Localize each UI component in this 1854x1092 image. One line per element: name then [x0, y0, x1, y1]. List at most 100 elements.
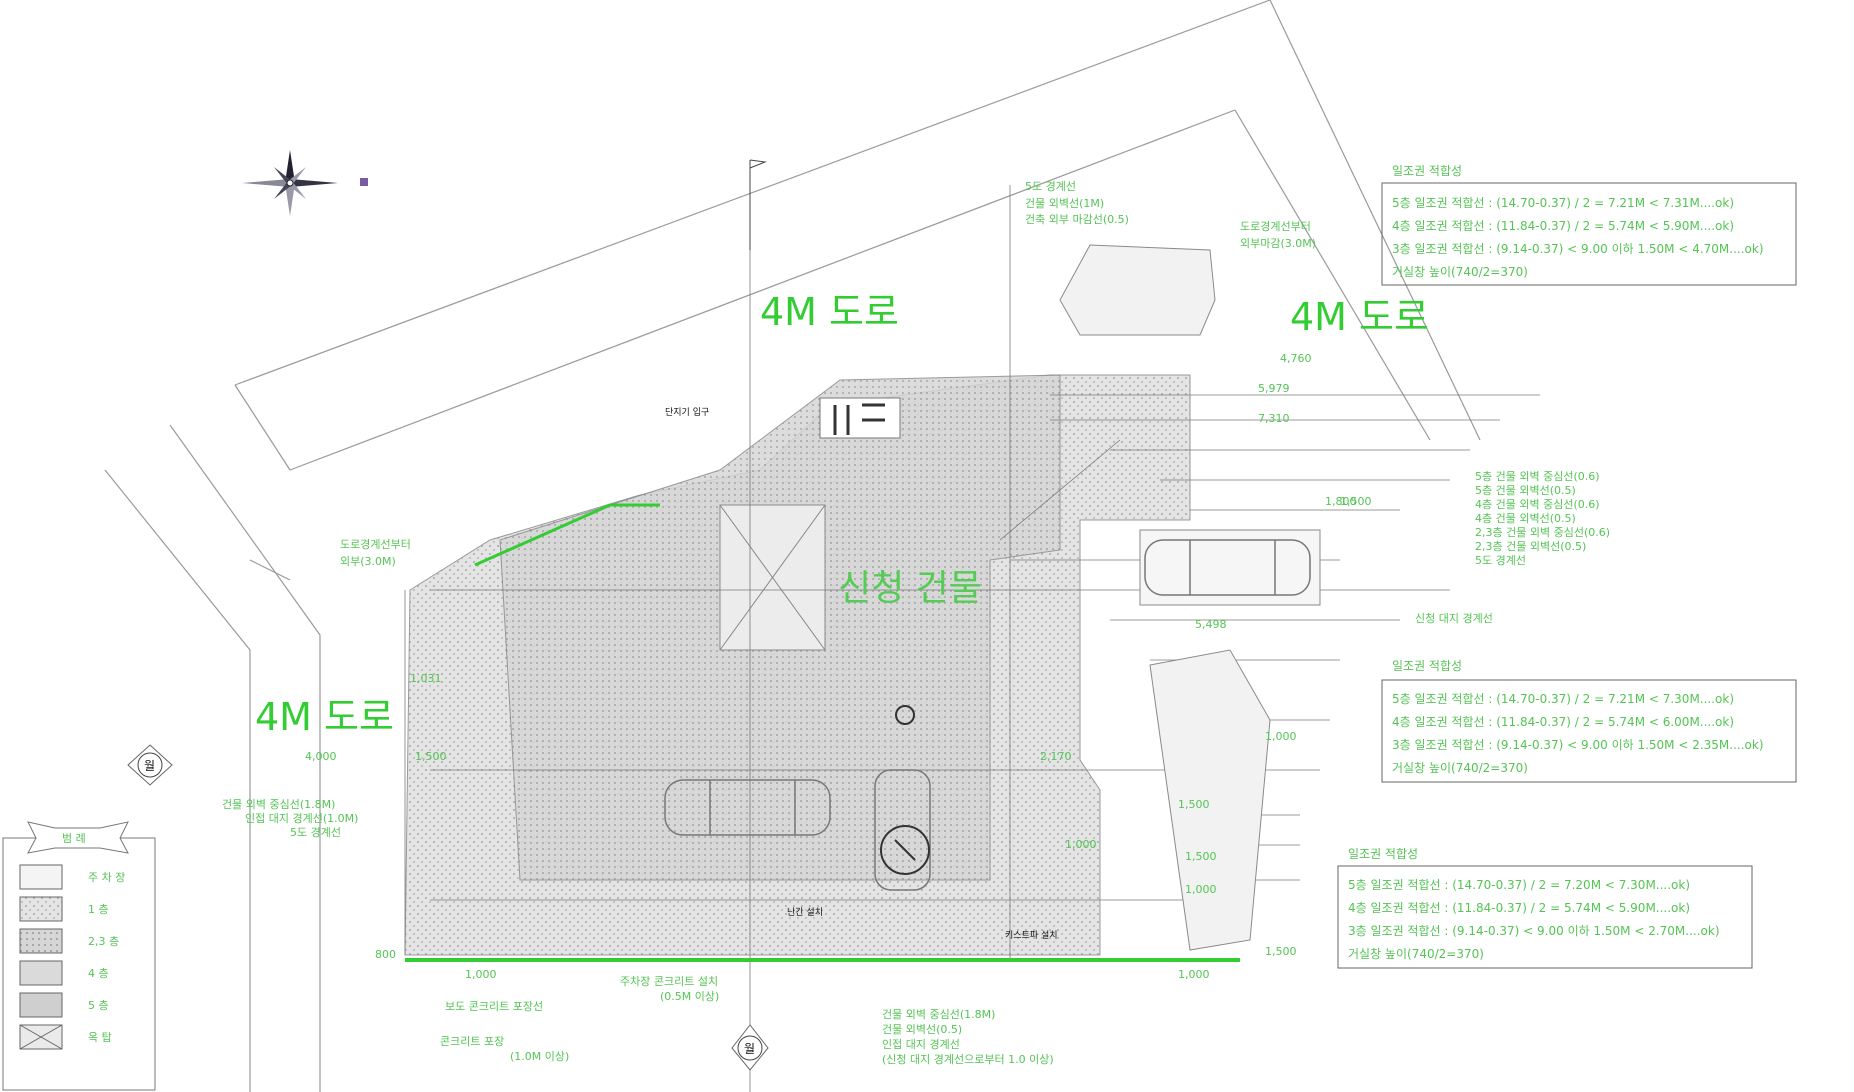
calc-line: 거실창 높이(740/2=370)	[1348, 947, 1484, 961]
bottom-note: 건물 외벽 중심선(1.8M)	[882, 1008, 995, 1021]
side-note: 2,3층 건물 외벽 중심선(0.6)	[1475, 526, 1610, 539]
side-note: 4층 건물 외벽 중심선(0.6)	[1475, 498, 1600, 511]
car-east	[1144, 539, 1311, 596]
roads	[104, 0, 1481, 1092]
calc-line: 거실창 높이(740/2=370)	[1392, 265, 1528, 279]
road-left-top-a	[234, 384, 291, 471]
railing-label: 난간 설치	[787, 906, 823, 918]
side-note: 4층 건물 외벽선(0.5)	[1475, 512, 1576, 525]
left-notes: 건물 외벽 중심선(1.8M) 인접 대지 경계선(1.0M) 5도 경계선	[222, 798, 358, 839]
top-note-2: 건물 외벽선(1M)	[1025, 197, 1104, 210]
cars	[664, 539, 1311, 891]
dim: 800	[375, 948, 396, 961]
dim: 1,500	[1185, 850, 1217, 863]
left-note-2: 외부(3.0M)	[340, 555, 396, 568]
left-note-1: 도로경계선부터	[340, 538, 411, 551]
bottom-left-note: 보도 콘크리트 포장선	[445, 1000, 543, 1013]
accessible-icon-small	[895, 705, 915, 725]
top-note-1: 5도 경계선	[1025, 180, 1076, 193]
legend-item: 4 층	[88, 967, 109, 980]
marker-south-label: 월	[744, 1042, 755, 1056]
calc-box-2: 일조권 적합성 5층 일조권 적합선 : (14.70-0.37) / 2 = …	[1381, 659, 1797, 783]
calc-line: 5층 일조권 적합선 : (14.70-0.37) / 2 = 7.20M < …	[1348, 878, 1690, 892]
left-note: 건물 외벽 중심선(1.8M)	[222, 798, 335, 811]
legend-item: 5 층	[88, 999, 109, 1012]
road-top-inner	[289, 109, 1236, 471]
legend-item: 2,3 층	[88, 935, 119, 948]
north-flag	[749, 159, 767, 250]
left-note: 5도 경계선	[290, 826, 341, 839]
road-left-top-b	[249, 559, 291, 581]
dimensions: 4,760 5,979 7,310 1,031 4,000 1,500 1,80…	[305, 352, 1372, 981]
car-south-b	[874, 769, 931, 891]
left-note: 인접 대지 경계선(1.0M)	[245, 812, 358, 825]
dim: 7,310	[1258, 412, 1290, 425]
car-south-a	[664, 779, 831, 836]
dim: 5,498	[1195, 618, 1227, 631]
dim: 4,000	[305, 750, 337, 763]
dim: 1,800	[1325, 495, 1357, 508]
calc-line: 4층 일조권 적합선 : (11.84-0.37) / 2 = 5.74M < …	[1348, 901, 1690, 915]
dim: 2,170	[1040, 750, 1072, 763]
complex-entrance-label: 단지기 입구	[665, 406, 709, 418]
calc-box-title: 일조권 적합성	[1392, 659, 1462, 673]
right-top-note-1: 도로경계선부터	[1240, 220, 1311, 233]
boundary-top-left	[474, 503, 660, 567]
bottom-left-note: 콘크리트 포장	[440, 1035, 504, 1048]
legend: 범 례 주 차 장 1 층 2,3 층 4 층 5 층 옥 탑	[2, 821, 156, 1091]
calc-line: 5층 일조권 적합선 : (14.70-0.37) / 2 = 7.21M < …	[1392, 196, 1734, 210]
marker-west-label: 월	[144, 759, 155, 773]
dim: 1,000	[465, 968, 497, 981]
bottom-left-note: 주차장 콘크리트 설치	[620, 975, 718, 988]
dim: 1,500	[1265, 945, 1297, 958]
bottom-left-note: (1.0M 이상)	[510, 1050, 569, 1063]
bottom-left-notes: 주차장 콘크리트 설치 (0.5M 이상) 보도 콘크리트 포장선 콘크리트 포…	[440, 975, 719, 1063]
dim: 1,500	[1178, 798, 1210, 811]
calc-line: 3층 일조권 적합선 : (9.14-0.37) < 9.00 이하 1.50M…	[1348, 924, 1720, 938]
dim: 5,979	[1258, 382, 1290, 395]
bottom-left-note: (0.5M 이상)	[660, 990, 719, 1003]
calc-line: 3층 일조권 적합선 : (9.14-0.37) < 9.00 이하 1.50M…	[1392, 738, 1764, 752]
flag-icon	[360, 178, 368, 186]
road-label-east: 4M 도로	[1290, 295, 1429, 339]
calc-box-title: 일조권 적합성	[1348, 847, 1418, 861]
compass-icon	[242, 150, 338, 216]
dim: 1,500	[1340, 495, 1372, 508]
accessible-icon-large	[880, 825, 930, 875]
road-left-outer	[104, 469, 251, 1092]
calc-line: 4층 일조권 적합선 : (11.84-0.37) / 2 = 5.74M < …	[1392, 715, 1734, 729]
dim: 1,000	[1265, 730, 1297, 743]
side-note: 5도 경계선	[1475, 554, 1526, 567]
dim: 1,500	[415, 750, 447, 763]
legend-item: 옥 탑	[88, 1031, 112, 1044]
accessible-parking	[880, 705, 930, 875]
boundary-lines	[405, 503, 1240, 962]
building-label: 신청 건물	[838, 568, 982, 609]
side-note: 5층 건물 외벽 중심선(0.6)	[1475, 470, 1600, 483]
legend-title: 범 례	[62, 832, 86, 845]
road-top-outer	[234, 0, 1271, 386]
side-note: 2,3층 건물 외벽선(0.5)	[1475, 540, 1586, 553]
road-left-inner	[169, 424, 321, 1092]
calc-box-3: 일조권 적합성 5층 일조권 적합선 : (14.70-0.37) / 2 = …	[1337, 847, 1753, 969]
calc-box-1: 일조권 적합성 5층 일조권 적합선 : (14.70-0.37) / 2 = …	[1381, 164, 1797, 286]
dim: 1,000	[1065, 838, 1097, 851]
side-notes: 5층 건물 외벽 중심선(0.6) 5층 건물 외벽선(0.5) 4층 건물 외…	[1475, 470, 1610, 567]
bottom-note: 건물 외벽선(0.5)	[882, 1023, 962, 1036]
east-drive	[1059, 244, 1321, 951]
bottom-note: (신청 대지 경계선으로부터 1.0 이상)	[882, 1053, 1054, 1066]
legend-item: 1 층	[88, 903, 109, 916]
road-label-west: 4M 도로	[255, 695, 394, 739]
top-note-3: 건축 외부 마감선(0.5)	[1025, 213, 1129, 226]
bottom-note: 인접 대지 경계선	[882, 1038, 960, 1051]
calc-box-title: 일조권 적합성	[1392, 164, 1462, 178]
dim: 1,000	[1178, 968, 1210, 981]
calc-line: 3층 일조권 적합선 : (9.14-0.37) < 9.00 이하 1.50M…	[1392, 242, 1764, 256]
legend-item: 주 차 장	[88, 871, 125, 884]
dim: 1,031	[410, 672, 442, 685]
calc-line: 거실창 높이(740/2=370)	[1392, 761, 1528, 775]
calc-line: 5층 일조권 적합선 : (14.70-0.37) / 2 = 7.21M < …	[1392, 692, 1734, 706]
side-note: 5층 건물 외벽선(0.5)	[1475, 484, 1576, 497]
road-top-edge-inner	[1234, 109, 1431, 441]
